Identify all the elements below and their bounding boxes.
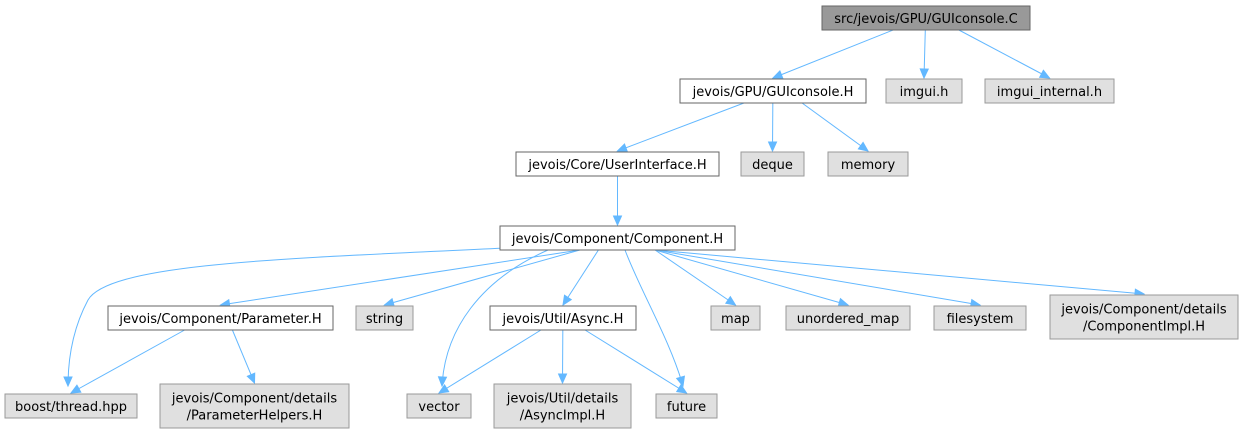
node-asyncimpl[interactable]: jevois/Util/details/AsyncImpl.H (493, 383, 632, 429)
node-umap[interactable]: unordered_map (785, 305, 911, 331)
edge-comp_h-to-compimpl (655, 249, 1146, 298)
edge-async_h-to-asyncimpl (557, 329, 568, 385)
node-string-label-0: string (366, 312, 403, 327)
edge-param_h-to-paramhelp (231, 329, 256, 385)
node-param_h-label-0: jevois/Component/Parameter.H (118, 312, 321, 327)
node-compimpl-label-1: /ComponentImpl.H (1083, 320, 1205, 335)
node-root-label-0: src/jevois/GPU/GUIconsole.C (834, 12, 1018, 27)
node-asyncimpl-label-1: /AsyncImpl.H (520, 409, 605, 424)
node-boost-box (4, 393, 138, 419)
node-boost[interactable]: boost/thread.hpp (4, 393, 138, 419)
node-fs-label-0: filesystem (947, 312, 1014, 327)
node-vector[interactable]: vector (406, 393, 472, 419)
node-compimpl[interactable]: jevois/Component/details/ComponentImpl.H (1049, 294, 1239, 340)
node-future-box (655, 393, 718, 419)
node-fs[interactable]: filesystem (933, 305, 1027, 331)
node-paramhelp-label-1: /ParameterHelpers.H (187, 409, 323, 424)
node-param_h-box (107, 305, 334, 331)
edge-gui_h-to-ui_h (616, 102, 745, 153)
node-memory-label-0: memory (841, 158, 896, 173)
node-memory-box (827, 151, 909, 177)
node-paramhelp-box (159, 383, 350, 429)
node-future[interactable]: future (655, 393, 718, 419)
node-imgui_int-box (984, 78, 1115, 104)
node-memory[interactable]: memory (827, 151, 909, 177)
node-map-label-0: map (721, 312, 750, 327)
node-root-box (821, 5, 1031, 31)
edge-comp_h-to-future (624, 249, 686, 388)
node-map[interactable]: map (710, 305, 761, 331)
node-ui_h[interactable]: jevois/Core/UserInterface.H (515, 151, 720, 177)
node-string-box (355, 305, 414, 331)
node-comp_h-box (499, 225, 736, 251)
node-imgui_int[interactable]: imgui_internal.h (984, 78, 1115, 104)
node-asyncimpl-box (493, 383, 632, 429)
edge-async_h-to-future (584, 329, 688, 394)
edge-gui_h-to-deque (767, 102, 778, 153)
node-umap-box (785, 305, 911, 331)
node-compimpl-label-0: jevois/Component/details (1060, 303, 1226, 318)
node-imgui-label-0: imgui.h (900, 85, 949, 100)
node-gui_h[interactable]: jevois/GPU/GUIconsole.H (679, 78, 867, 104)
edge-root-to-imgui (919, 29, 930, 80)
graph-edges (63, 29, 1146, 394)
node-comp_h-label-0: jevois/Component/Component.H (511, 232, 723, 247)
edge-comp_h-to-param_h (219, 249, 580, 309)
node-future-label-0: future (667, 400, 706, 415)
edge-comp_h-to-vector (437, 249, 549, 388)
edge-async_h-to-vector (437, 329, 542, 394)
node-map-box (710, 305, 761, 331)
node-comp_h[interactable]: jevois/Component/Component.H (499, 225, 736, 251)
edge-gui_h-to-memory (801, 102, 869, 152)
node-param_h[interactable]: jevois/Component/Parameter.H (107, 305, 334, 331)
node-fs-box (933, 305, 1027, 331)
node-ui_h-box (515, 151, 720, 177)
node-imgui[interactable]: imgui.h (885, 78, 963, 104)
edge-comp_h-to-string (383, 249, 581, 308)
edge-comp_h-to-umap (654, 249, 850, 307)
node-deque-label-0: deque (752, 158, 793, 173)
node-string[interactable]: string (355, 305, 414, 331)
node-vector-label-0: vector (418, 400, 460, 415)
node-compimpl-box (1049, 294, 1239, 340)
node-asyncimpl-label-0: jevois/Util/details (506, 392, 619, 407)
edge-param_h-to-boost (69, 329, 185, 394)
node-ui_h-label-0: jevois/Core/UserInterface.H (527, 158, 706, 173)
edge-comp_h-to-fs (655, 249, 982, 309)
node-imgui-box (885, 78, 963, 104)
edge-comp_h-to-boost (63, 246, 529, 388)
node-deque[interactable]: deque (740, 151, 805, 177)
edge-root-to-gui_h (771, 29, 894, 79)
edge-comp_h-to-map (654, 249, 737, 306)
node-paramhelp-label-0: jevois/Component/details (171, 392, 337, 407)
node-vector-box (406, 393, 472, 419)
node-gui_h-box (679, 78, 867, 104)
node-async_h-label-0: jevois/Util/Async.H (502, 312, 624, 327)
node-umap-label-0: unordered_map (797, 312, 900, 327)
node-boost-label-0: boost/thread.hpp (15, 400, 127, 415)
node-paramhelp[interactable]: jevois/Component/details/ParameterHelper… (159, 383, 350, 429)
node-root[interactable]: src/jevois/GPU/GUIconsole.C (821, 5, 1031, 31)
node-gui_h-label-0: jevois/GPU/GUIconsole.H (692, 85, 854, 100)
node-async_h-box (489, 305, 637, 331)
graph-nodes: src/jevois/GPU/GUIconsole.C jevois/GPU/GU… (4, 5, 1239, 429)
edge-root-to-imgui_int (958, 29, 1051, 79)
node-imgui_int-label-0: imgui_internal.h (997, 85, 1102, 100)
edge-comp_h-to-async_h (562, 249, 599, 307)
node-deque-box (740, 151, 805, 177)
node-async_h[interactable]: jevois/Util/Async.H (489, 305, 637, 331)
edge-ui_h-to-comp_h (612, 176, 623, 227)
